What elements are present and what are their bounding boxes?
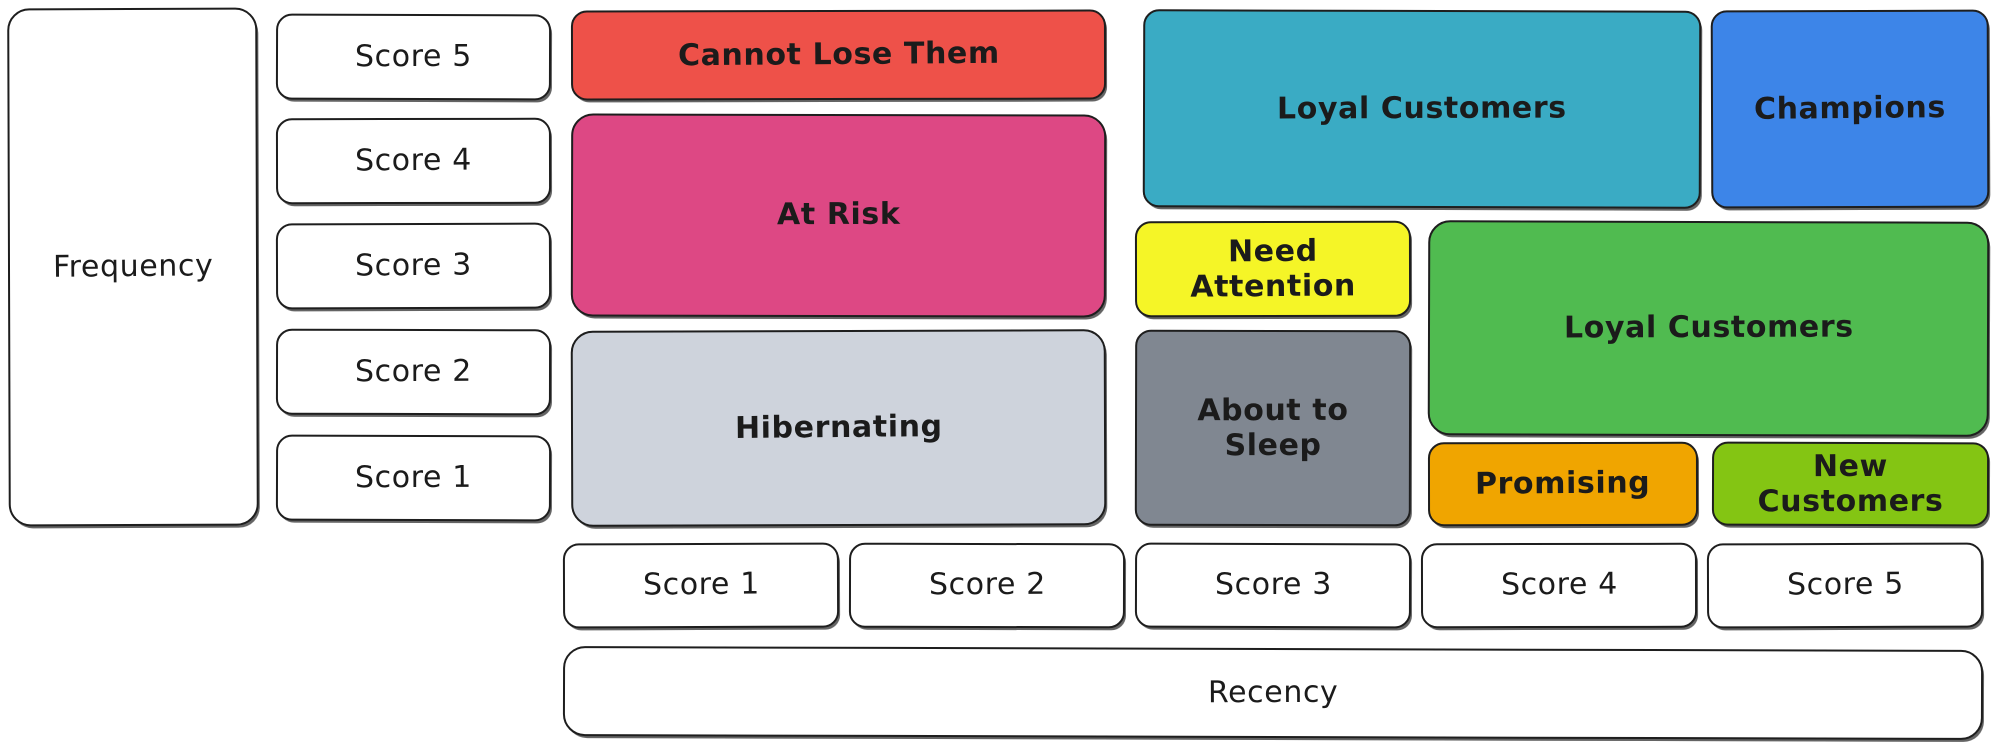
segment-at-risk[interactable]: At Risk: [570, 113, 1107, 318]
segment-about-to-sleep[interactable]: About to Sleep: [1134, 329, 1412, 527]
recency-score-3[interactable]: Score 3: [1134, 542, 1412, 629]
segment-loyal-customers-top-label: Loyal Customers: [1277, 90, 1567, 127]
segment-new-customers[interactable]: New Customers: [1711, 441, 1990, 527]
segment-champions-label: Champions: [1753, 89, 1947, 127]
segment-need-attention[interactable]: Need Attention: [1134, 220, 1412, 318]
recency-axis-label-box: Recency: [562, 646, 1984, 740]
segment-cannot-lose-them-label: Cannot Lose Them: [677, 35, 1000, 74]
frequency-score-5[interactable]: Score 5: [275, 13, 552, 101]
segment-hibernating[interactable]: Hibernating: [570, 329, 1107, 527]
segment-promising[interactable]: Promising: [1427, 441, 1699, 527]
segment-need-attention-label: Need Attention: [1190, 233, 1357, 304]
segment-promising-label: Promising: [1475, 465, 1651, 502]
frequency-score-3[interactable]: Score 3: [275, 222, 552, 310]
frequency-axis-label-box: Frequency: [7, 7, 259, 527]
frequency-score-4[interactable]: Score 4: [275, 117, 552, 205]
segment-champions[interactable]: Champions: [1710, 9, 1990, 209]
frequency-score-1[interactable]: Score 1: [275, 434, 552, 522]
frequency-score-2-label: Score 2: [354, 353, 472, 389]
frequency-score-4-label: Score 4: [354, 142, 473, 179]
segment-loyal-customers-top[interactable]: Loyal Customers: [1142, 9, 1702, 209]
recency-score-5-label: Score 5: [1786, 566, 1904, 603]
recency-score-1-label: Score 1: [642, 566, 760, 603]
segment-cannot-lose-them[interactable]: Cannot Lose Them: [570, 9, 1107, 101]
segment-new-customers-label: New Customers: [1757, 448, 1944, 519]
segment-loyal-customers-mid-label: Loyal Customers: [1563, 309, 1854, 346]
frequency-score-3-label: Score 3: [354, 247, 473, 284]
recency-axis-label: Recency: [1207, 674, 1339, 710]
recency-score-2[interactable]: Score 2: [848, 542, 1126, 629]
segment-hibernating-label: Hibernating: [734, 408, 943, 446]
frequency-score-1-label: Score 1: [355, 459, 472, 495]
recency-score-5[interactable]: Score 5: [1706, 542, 1984, 629]
recency-score-4[interactable]: Score 4: [1420, 542, 1698, 629]
frequency-score-2[interactable]: Score 2: [275, 328, 552, 416]
frequency-score-5-label: Score 5: [355, 38, 472, 74]
recency-score-3-label: Score 3: [1214, 567, 1332, 603]
segment-about-to-sleep-label: About to Sleep: [1197, 392, 1349, 463]
recency-score-4-label: Score 4: [1500, 566, 1618, 603]
recency-score-1[interactable]: Score 1: [562, 542, 840, 629]
frequency-axis-label: Frequency: [52, 248, 214, 285]
recency-score-2-label: Score 2: [928, 567, 1046, 603]
segment-at-risk-label: At Risk: [776, 197, 901, 233]
segment-loyal-customers-mid[interactable]: Loyal Customers: [1427, 220, 1990, 437]
